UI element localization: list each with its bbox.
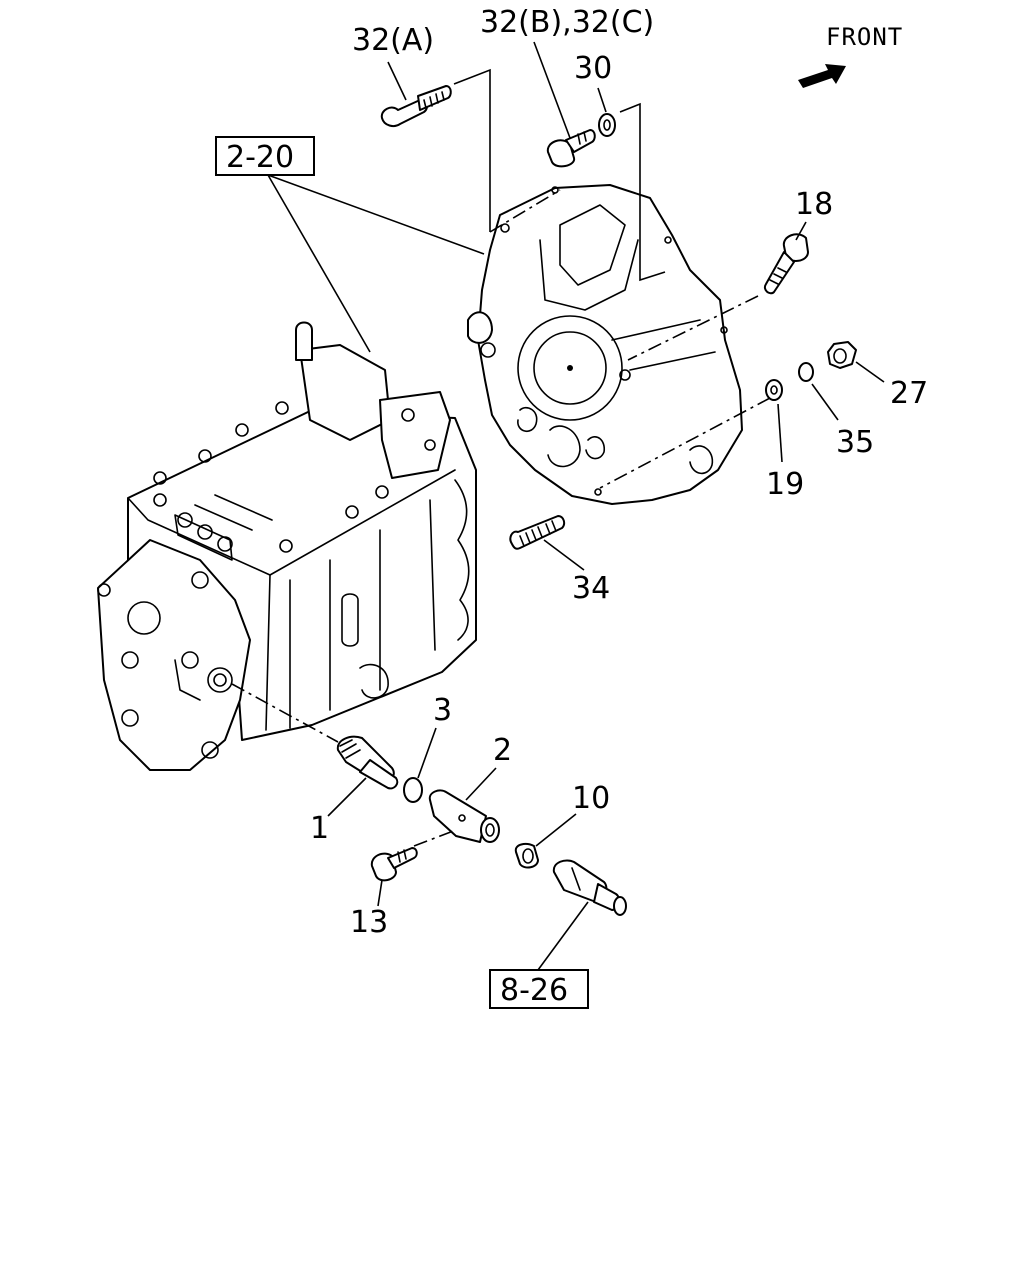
callout-label-10: 10 [572, 781, 610, 816]
callout-label-19: 19 [766, 467, 804, 502]
part-1-shaft [336, 735, 399, 790]
part-19-washer [765, 379, 783, 401]
callout-1: 1 [310, 777, 367, 846]
callout-34: 34 [543, 539, 610, 606]
clutch-housing [467, 184, 743, 505]
callout-13: 13 [350, 879, 388, 940]
part-18-bolt [764, 233, 809, 295]
callout-32bc: 32(B),32(C) [480, 5, 654, 139]
callout-label-13: 13 [350, 905, 388, 940]
callout-label-30: 30 [574, 51, 612, 86]
callout-10: 10 [535, 781, 610, 847]
callout-35: 35 [811, 383, 874, 460]
ref-label-2-20: 2-20 [226, 140, 294, 175]
callout-label-32bc: 32(B),32(C) [480, 5, 654, 40]
callout-30: 30 [574, 51, 612, 113]
part-3-o-ring [403, 777, 423, 803]
transmission-case [97, 321, 477, 771]
part-34-stud [509, 515, 566, 550]
part-2-sleeve [428, 789, 500, 843]
part-32b-bolt [546, 129, 596, 168]
callout-3: 3 [417, 693, 452, 779]
callout-19: 19 [766, 403, 804, 502]
callout-label-1: 1 [310, 811, 329, 846]
ref-label-8-26: 8-26 [500, 973, 568, 1008]
callout-label-35: 35 [836, 425, 874, 460]
callout-18: 18 [795, 187, 833, 241]
callout-label-27: 27 [890, 376, 928, 411]
ref-box-2-20: 2-20 [215, 136, 485, 353]
callout-label-3: 3 [433, 693, 452, 728]
front-label: FRONT [826, 23, 903, 51]
part-13-bolt [370, 847, 418, 882]
callout-label-34: 34 [572, 571, 610, 606]
callout-label-2: 2 [493, 733, 512, 768]
part-32a-stud [380, 85, 452, 127]
part-10-nut [514, 843, 539, 869]
callout-32a: 32(A) [352, 23, 434, 101]
callout-label-32a: 32(A) [352, 23, 434, 58]
assembly-lines [231, 68, 771, 847]
front-direction-indicator: FRONT [798, 23, 903, 88]
callout-27: 27 [855, 361, 928, 411]
speed-sensor [552, 859, 627, 916]
ref-box-8-26: 8-26 [489, 901, 589, 1009]
part-27-nut [827, 341, 857, 369]
callout-2: 2 [465, 733, 512, 801]
part-35-lock-washer [798, 362, 814, 382]
part-30-washer [598, 113, 616, 137]
front-arrow-icon [798, 64, 846, 88]
callout-label-18: 18 [795, 187, 833, 222]
